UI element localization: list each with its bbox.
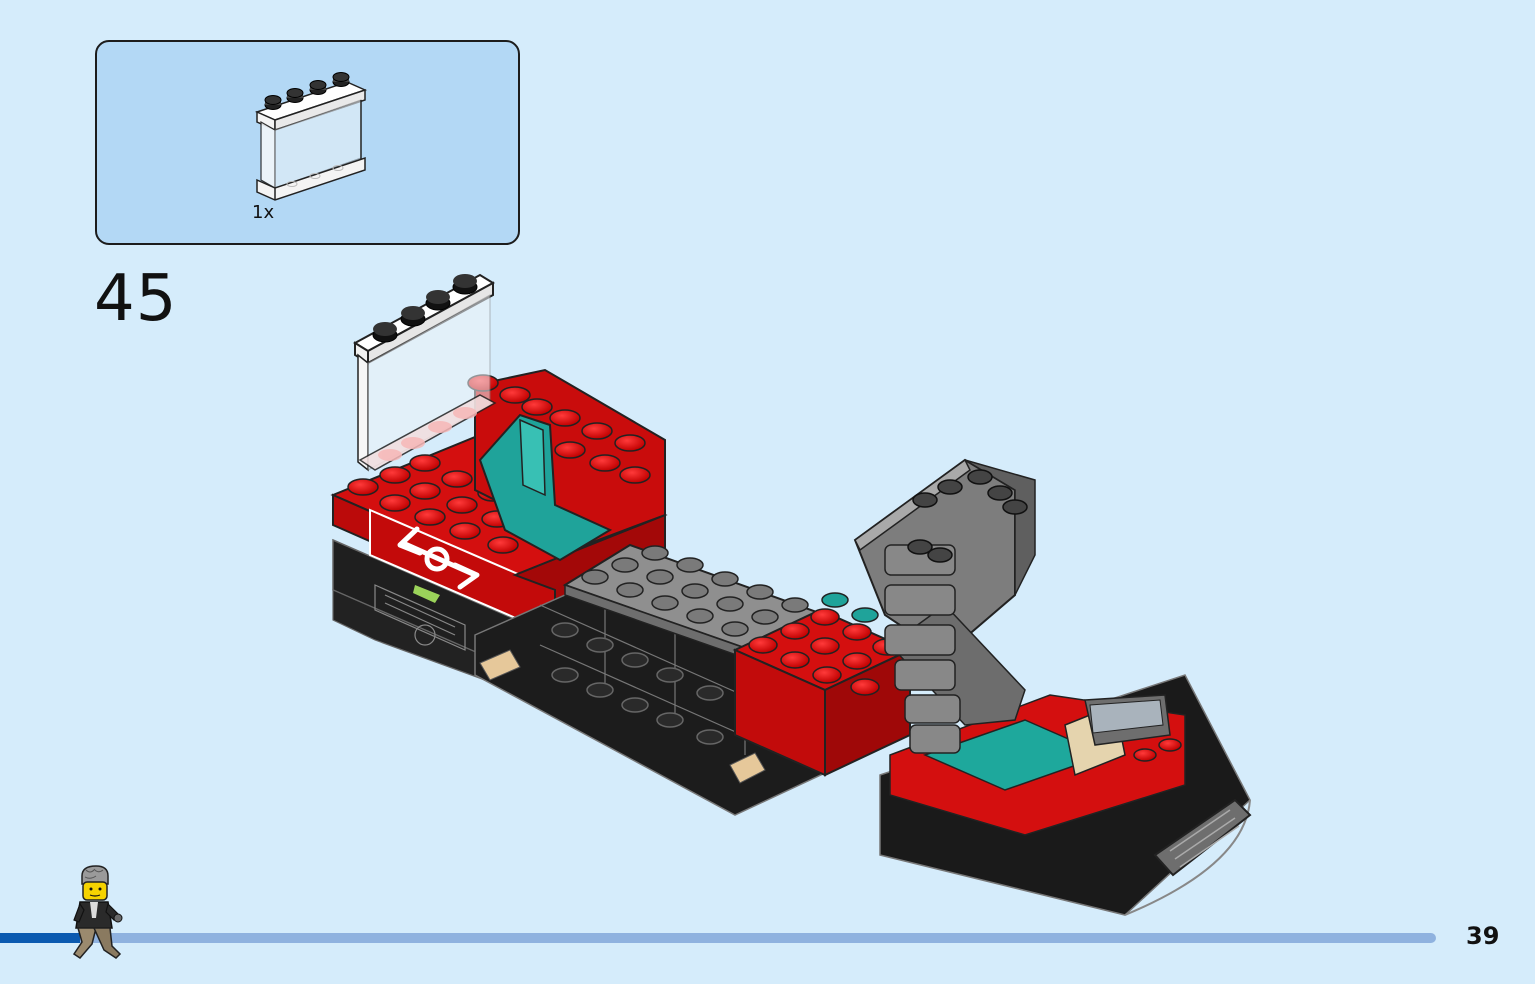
progress-fill xyxy=(0,933,81,943)
minifigure-icon xyxy=(72,865,123,959)
transparent-panel-icon xyxy=(254,72,368,201)
page-number: 39 xyxy=(1466,922,1500,950)
part-quantity: 1x xyxy=(252,202,275,223)
progress-bar xyxy=(0,933,1436,943)
parts-callout: 1x xyxy=(95,40,520,245)
lego-vehicle-model-icon xyxy=(330,273,1252,916)
step-number: 45 xyxy=(94,262,178,336)
